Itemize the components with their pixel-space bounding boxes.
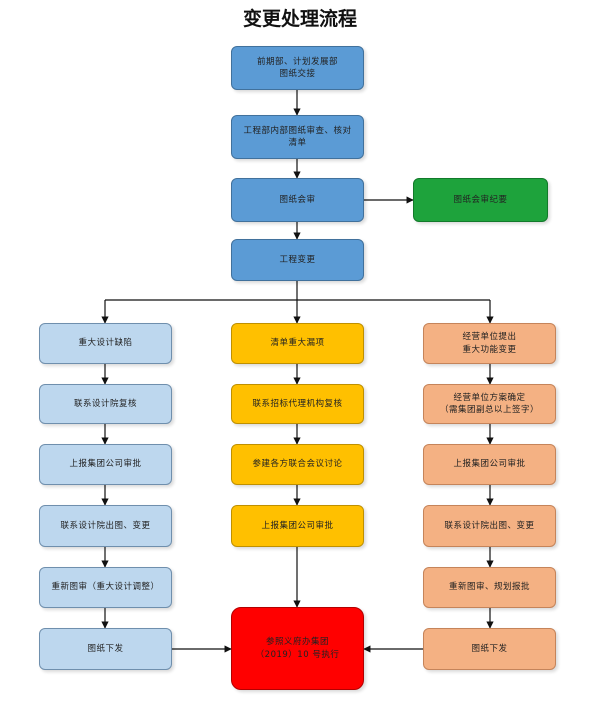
- node-right-drawings-released: 图纸下发: [423, 628, 556, 670]
- node-review-minutes: 图纸会审纪要: [413, 178, 548, 222]
- node-right-re-review: 重新图审、规划报批: [423, 567, 556, 608]
- node-left-drawings-released: 图纸下发: [39, 628, 172, 670]
- node-drawing-joint-review: 图纸会审: [231, 178, 364, 222]
- node-left-re-review: 重新图审（重大设计调整）: [39, 567, 172, 608]
- node-internal-review: 工程部内部图纸审查、核对 清单: [231, 115, 364, 159]
- node-final-execution: 参照义府办集团 （2019）10 号执行: [231, 607, 364, 690]
- node-mid-group-approval: 上报集团公司审批: [231, 505, 364, 547]
- node-function-change: 经营单位提出 重大功能变更: [423, 323, 556, 364]
- node-drawing-handover: 前期部、计划发展部 图纸交接: [231, 46, 364, 90]
- node-major-design-defect: 重大设计缺陷: [39, 323, 172, 364]
- node-right-issue-drawings: 联系设计院出图、变更: [423, 505, 556, 547]
- node-bill-omission: 清单重大漏项: [231, 323, 364, 364]
- node-plan-confirmation: 经营单位方案确定 （需集团副总以上签字）: [423, 384, 556, 424]
- node-engineering-change: 工程变更: [231, 239, 364, 281]
- node-left-issue-drawings: 联系设计院出图、变更: [39, 505, 172, 547]
- node-tender-agent-recheck: 联系招标代理机构复核: [231, 384, 364, 424]
- node-joint-meeting: 参建各方联合会议讨论: [231, 444, 364, 485]
- node-left-group-approval: 上报集团公司审批: [39, 444, 172, 485]
- page-title: 变更处理流程: [242, 8, 357, 30]
- node-design-institute-recheck: 联系设计院复核: [39, 384, 172, 424]
- node-right-group-approval: 上报集团公司审批: [423, 444, 556, 485]
